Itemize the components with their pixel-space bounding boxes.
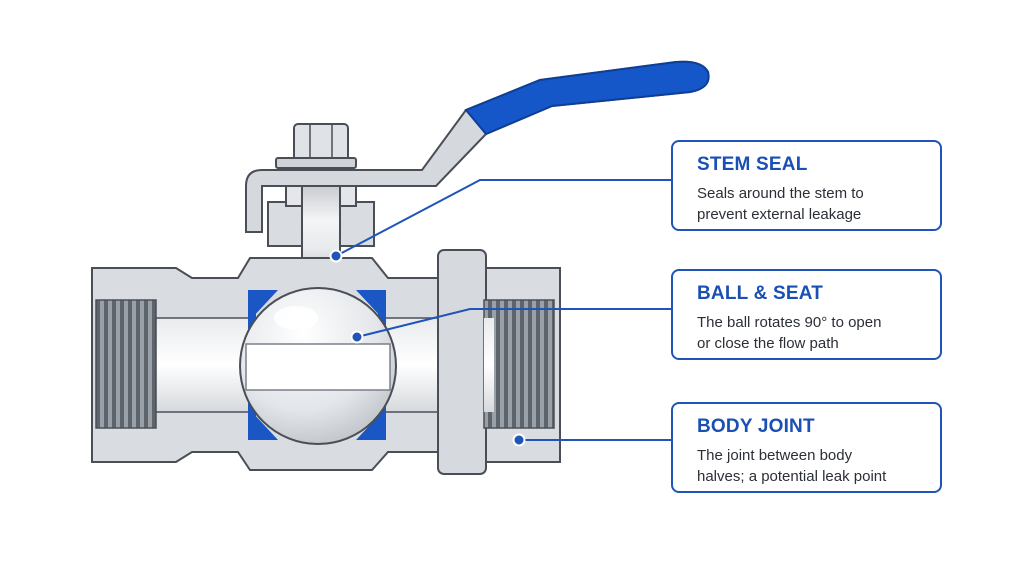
callout-stem-seal: STEM SEAL Seals around the stem to preve… bbox=[671, 140, 942, 231]
callout-line: halves; a potential leak point bbox=[697, 468, 887, 485]
marker-stem-seal bbox=[329, 249, 343, 263]
leader-body-joint bbox=[512, 433, 671, 447]
callout-description: The ball rotates 90° to open or close th… bbox=[697, 312, 940, 354]
callout-line: prevent external leakage bbox=[697, 206, 862, 223]
callout-title: STEM SEAL bbox=[697, 154, 808, 175]
end-cap bbox=[437, 249, 561, 475]
marker-body-joint bbox=[512, 433, 526, 447]
callout-line: The ball rotates 90° to open bbox=[697, 314, 882, 331]
callout-description: Seals around the stem to prevent externa… bbox=[697, 183, 940, 225]
callout-line: or close the flow path bbox=[697, 335, 839, 352]
stem-nut bbox=[275, 123, 357, 169]
callout-line: Seals around the stem to bbox=[697, 185, 864, 202]
callout-ball-seat: BALL & SEAT The ball rotates 90° to open… bbox=[671, 269, 942, 360]
lever-handle bbox=[245, 60, 710, 233]
handle-grip bbox=[464, 60, 710, 136]
callout-body-joint: BODY JOINT The joint between body halves… bbox=[671, 402, 942, 493]
leader-ball-seat bbox=[350, 308, 671, 344]
ball bbox=[239, 287, 397, 445]
callout-title: BODY JOINT bbox=[697, 416, 815, 437]
callout-title: BALL & SEAT bbox=[697, 283, 824, 304]
marker-ball-seat bbox=[350, 330, 364, 344]
leader-stem-seal bbox=[329, 179, 671, 263]
callout-description: The joint between body halves; a potenti… bbox=[697, 445, 940, 487]
callout-line: The joint between body bbox=[697, 447, 853, 464]
left-thread bbox=[95, 299, 157, 429]
right-thread bbox=[483, 299, 555, 429]
